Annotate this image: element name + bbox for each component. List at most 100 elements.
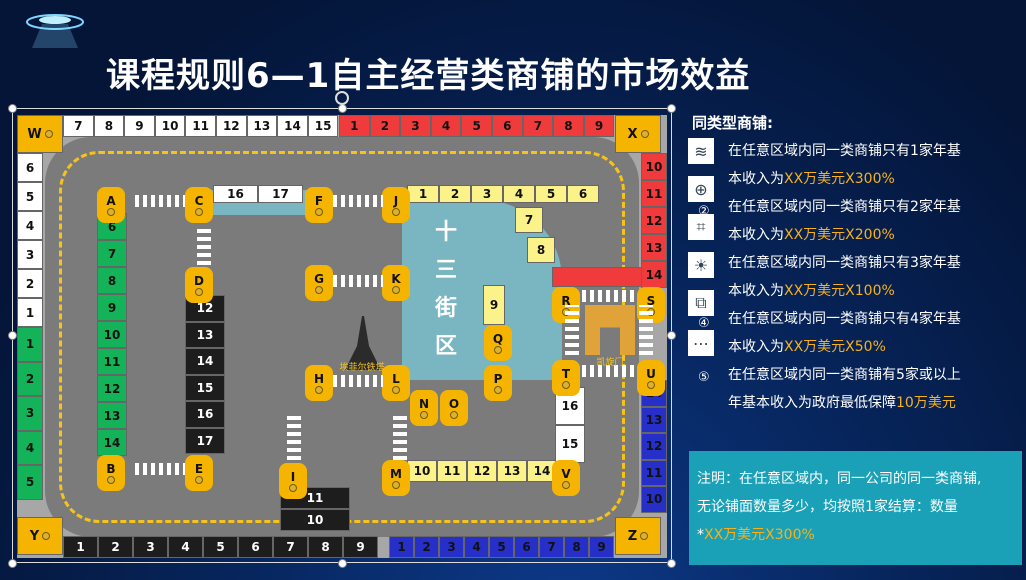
yellow-top-cell: 2 [439, 185, 471, 203]
rule-line: 年基本收入为政府最低保障10万美元 [728, 389, 956, 417]
left-green-cell: 2 [17, 361, 43, 396]
bottom-black-cell: 1 [63, 536, 98, 558]
rule-line: 在任意区域内同一类商铺只有3家年基 [728, 255, 961, 271]
yellow-bottom-cell: 10 [407, 460, 437, 482]
bottom-black-cell: 6 [238, 536, 273, 558]
corner-label: W [27, 126, 42, 142]
tag-l: L [382, 365, 410, 401]
corner-x: X [615, 115, 661, 153]
tag-label: O [448, 397, 460, 411]
tag-label: C [194, 194, 204, 208]
tag-h: H [305, 365, 333, 401]
note-line-3: *XX万美元X300% [697, 527, 815, 543]
tag-label: F [314, 194, 324, 208]
resize-handle-left[interactable] [8, 331, 17, 340]
top-white-cell: 8 [93, 115, 125, 137]
tag-label: T [561, 367, 571, 381]
coin-icon [494, 386, 502, 394]
tag-label: J [393, 194, 399, 208]
tag-t: T [552, 360, 580, 396]
resize-handle-tl[interactable] [8, 104, 17, 113]
top-white-cell: 10 [154, 115, 186, 137]
green-col-cell: 13 [97, 402, 127, 429]
tag-label: N [418, 397, 430, 411]
corner-w: W [17, 115, 63, 153]
right-red-cell: 11 [641, 180, 667, 207]
tag-label: D [194, 274, 204, 288]
right-red-cell: 13 [641, 234, 667, 261]
crop-icon[interactable]: ⌗ [688, 214, 714, 240]
left-white-cell: 1 [17, 298, 43, 327]
left-green-cell: 5 [17, 465, 43, 500]
left-white-cell: 4 [17, 211, 43, 240]
mid-black-cell: 10 [280, 509, 350, 531]
tag-label: S [646, 294, 656, 308]
green-col-cell: 14 [97, 429, 127, 456]
crosswalk [333, 195, 383, 207]
yellow-right-cell: 9 [483, 285, 505, 325]
tag-p: P [484, 365, 512, 401]
more-icon[interactable]: ⋯ [688, 330, 714, 356]
yellow-diag-cell: 7 [515, 207, 543, 233]
bulb-icon[interactable]: ☀ [688, 252, 714, 278]
yellow-bottom-cell: 12 [467, 460, 497, 482]
right-blue-cell: 10 [641, 486, 667, 513]
yellow-top-cell: 3 [471, 185, 503, 203]
tag-label: G [314, 272, 324, 286]
tag-label: Q [492, 332, 504, 346]
top-white-cell: 9 [124, 115, 155, 137]
bottom-black-cell: 9 [343, 536, 378, 558]
rule-line: 在任意区域内同一类商铺只有1家年基 [728, 143, 961, 159]
black-col-cell: 13 [185, 321, 225, 348]
right-red-cell: 10 [641, 153, 667, 180]
yellow-diag-cell: 8 [527, 237, 555, 263]
resize-handle-br[interactable] [667, 559, 676, 568]
tag-label: R [561, 294, 571, 308]
tag-j: J [382, 187, 410, 223]
rotate-handle-icon[interactable] [334, 90, 350, 106]
zoom-icon[interactable]: ⊕ [688, 176, 714, 202]
street-name-char: 区 [434, 334, 457, 359]
bottom-blue-cell: 3 [439, 536, 464, 558]
resize-handle-bl[interactable] [8, 559, 17, 568]
crosswalk [333, 375, 383, 387]
top-red-cell: 4 [430, 115, 462, 137]
left-white-cell: 3 [17, 240, 43, 269]
tag-label: K [391, 272, 401, 286]
image-swap-icon[interactable]: ⧉ [688, 290, 714, 316]
crosswalk [135, 195, 185, 207]
tag-f: F [305, 187, 333, 223]
resize-handle-right[interactable] [667, 331, 676, 340]
top-red-cell: 1 [339, 115, 370, 137]
bottom-blue-cell: 6 [514, 536, 539, 558]
tag-n: N [410, 390, 438, 426]
bottom-blue-cell: 4 [464, 536, 489, 558]
tag-label: U [646, 367, 656, 381]
bottom-blue-cell: 2 [414, 536, 439, 558]
coin-icon [315, 208, 323, 216]
bottom-black-cell: 2 [98, 536, 133, 558]
yellow-bottom-cell: 11 [437, 460, 467, 482]
bottom-black-cell: 7 [273, 536, 308, 558]
rule-text: 本收入为 [728, 171, 784, 187]
top-red-cell: 2 [369, 115, 401, 137]
resize-handle-bottom[interactable] [338, 559, 347, 568]
note-line-1: 注明：在任意区域内，同一公司的同一类商铺, [697, 471, 982, 487]
tower-label: 埃菲尔铁塔 [339, 363, 385, 373]
tag-label: B [106, 462, 116, 476]
tag-label: H [313, 372, 325, 386]
top-red-cell: 5 [461, 115, 492, 137]
resize-handle-tr[interactable] [667, 104, 676, 113]
coin-icon [392, 386, 400, 394]
street-name-char: 街 [434, 296, 457, 321]
layers-icon[interactable]: ≋ [688, 138, 714, 164]
tag-b: B [97, 455, 125, 491]
left-white-cell: 6 [17, 153, 43, 182]
coin-icon [195, 288, 203, 296]
crosswalk [639, 305, 653, 355]
white-row-cell: 17 [258, 185, 303, 203]
corner-label: X [627, 126, 638, 142]
tag-c: C [185, 187, 213, 223]
panel-heading: 同类型商铺: [692, 114, 773, 132]
